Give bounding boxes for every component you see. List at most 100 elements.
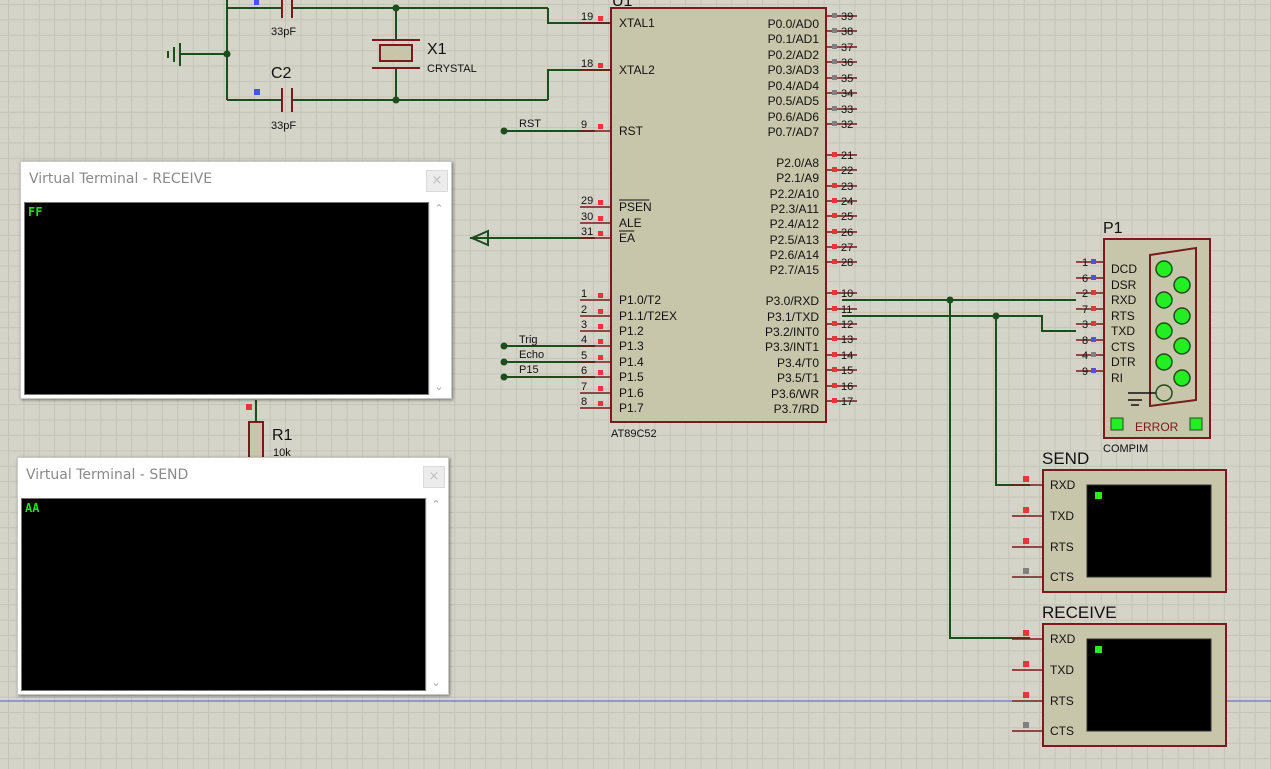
mcu-pin-number: 21	[841, 150, 853, 162]
vt-pin-rxd[interactable]: RXD	[1012, 476, 1076, 492]
scroll-up-icon[interactable]: ⌃	[431, 498, 441, 511]
vt-pin-cts[interactable]: CTS	[1012, 568, 1074, 584]
ea-input-arrow	[469, 229, 489, 247]
vt-pin-label: CTS	[1050, 570, 1074, 584]
vterm-send-screen[interactable]: AA	[21, 498, 426, 691]
compim-db9-contacts	[1155, 260, 1191, 402]
mcu-pin-label: P0.3/AD3	[768, 63, 820, 77]
vterm-receive-titlebar[interactable]: Virtual Terminal - RECEIVE	[21, 162, 451, 196]
mcu-pin-number: 8	[581, 396, 587, 408]
compim-pin-number: 3	[1082, 319, 1088, 331]
mcu-pin-label: P0.1/AD1	[768, 32, 820, 46]
vterm-receive-close-button[interactable]: ×	[426, 170, 448, 192]
vt-pin-cts[interactable]: CTS	[1012, 722, 1074, 738]
mcu-pin-label: P1.3	[619, 339, 644, 353]
uart-wires	[842, 299, 1076, 639]
vterm-receive-screen[interactable]: FF	[24, 202, 429, 395]
capacitor-c2[interactable]: C2 33pF	[254, 65, 296, 132]
mcu-pin-number: 13	[841, 334, 853, 346]
vt-pin-txd[interactable]: TXD	[1012, 661, 1074, 677]
crystal-x1[interactable]: X1 CRYSTAL	[372, 39, 477, 75]
mcu-pin-label: XTAL1	[619, 16, 655, 30]
vt-pin-txd[interactable]: TXD	[1012, 507, 1074, 523]
db9-contact	[1155, 353, 1173, 371]
scroll-down-icon[interactable]: ⌄	[434, 380, 444, 393]
compim-error-label: ERROR	[1135, 420, 1179, 434]
net-label-trig: Trig	[519, 334, 538, 346]
vt-pin-rts[interactable]: RTS	[1012, 538, 1074, 554]
db9-contact	[1173, 337, 1191, 355]
vt-pin-rxd[interactable]: RXD	[1012, 630, 1076, 646]
mcu-pin-label: P0.0/AD0	[768, 17, 820, 31]
mcu-pin-label: P2.6/A14	[770, 248, 820, 262]
vterm-send-close-button[interactable]: ×	[423, 466, 445, 488]
vt-receive-pins: RXD TXD RTS CTS	[1012, 630, 1076, 738]
vterm-receive-scrollbar[interactable]: ⌃ ⌄	[429, 202, 448, 395]
capacitor-c1[interactable]: 33pF	[254, 0, 296, 38]
mcu-pin-label: P0.5/AD5	[768, 94, 820, 108]
mcu-pin-label: EA	[619, 231, 635, 245]
vterm-send-scrollbar[interactable]: ⌃ ⌄	[426, 498, 445, 691]
vterm-send-window[interactable]: Virtual Terminal - SEND × AA ⌃ ⌄	[17, 457, 449, 695]
vterm-receive-window[interactable]: Virtual Terminal - RECEIVE × FF ⌃ ⌄	[20, 161, 452, 399]
resistor-r1[interactable]: R1 10k	[246, 400, 293, 463]
vt-pin-rts[interactable]: RTS	[1012, 692, 1074, 708]
vterm-send-titlebar[interactable]: Virtual Terminal - SEND	[18, 458, 448, 492]
scroll-down-icon[interactable]: ⌄	[431, 676, 441, 689]
compim-pin-label: RTS	[1111, 309, 1135, 323]
scroll-up-icon[interactable]: ⌃	[434, 202, 444, 215]
vt-pin-label: CTS	[1050, 724, 1074, 738]
